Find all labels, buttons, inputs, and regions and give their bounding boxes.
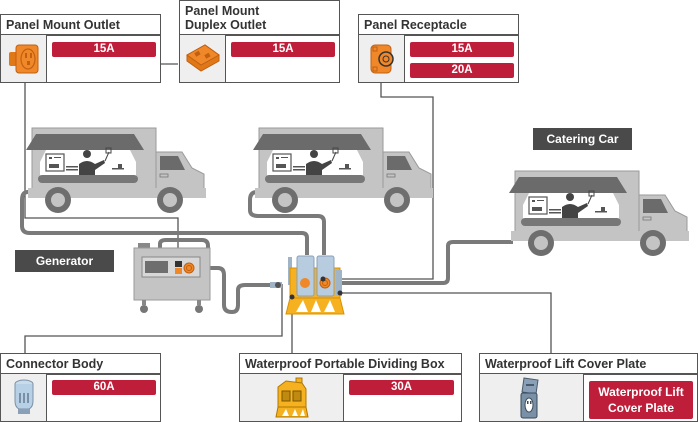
cable-truck1 <box>20 190 309 255</box>
card-title-line1: Panel Mount <box>185 3 260 18</box>
card-panel-receptacle[interactable]: Panel Receptacle 15A 20A <box>358 14 519 83</box>
card-panel-mount-outlet[interactable]: Panel Mount Outlet 15A <box>0 14 161 83</box>
card-image-cell <box>1 374 47 421</box>
card-image-cell <box>480 374 584 421</box>
catering-car-truck <box>508 170 690 257</box>
rating-badge-15a: 15A <box>410 42 514 57</box>
cable-truck2 <box>248 190 326 255</box>
lift-cover-plate-icon <box>520 377 539 419</box>
card-title-line2: Duplex Outlet <box>185 17 267 32</box>
card-image-cell <box>240 374 344 421</box>
generator-icon <box>133 238 211 313</box>
leader-panel-receptacle <box>330 82 434 280</box>
food-truck-1 <box>25 127 207 214</box>
rating-badge-30a: 30A <box>349 380 454 395</box>
card-title: Panel Receptacle <box>359 15 518 36</box>
card-connector-body[interactable]: Connector Body 60A <box>0 353 161 422</box>
card-image-cell <box>359 35 405 82</box>
orange-outlet-icon <box>9 44 39 74</box>
card-title: Waterproof Lift Cover Plate <box>480 354 697 375</box>
card-waterproof-dividing-box[interactable]: Waterproof Portable Dividing Box 30A <box>239 353 462 422</box>
rating-badge-60a: 60A <box>52 380 156 395</box>
card-image-cell <box>180 35 226 82</box>
yellow-dividing-box-icon <box>275 377 309 418</box>
rating-badge-20a: 20A <box>410 63 514 78</box>
dividing-box-icon <box>270 255 345 315</box>
orange-twist-receptacle-icon <box>370 44 394 74</box>
food-truck-2 <box>252 127 434 214</box>
card-image-cell <box>1 35 47 82</box>
leader-lift-cover <box>340 292 552 353</box>
blue-connector-body-icon <box>14 379 34 414</box>
rating-badge-15a: 15A <box>52 42 156 57</box>
rating-badge-15a: 15A <box>231 42 335 57</box>
cable-generator-out <box>200 266 280 314</box>
card-title: Waterproof Portable Dividing Box <box>240 354 461 375</box>
card-title: Panel Mount Outlet <box>1 15 160 36</box>
card-title: Panel Mount Duplex Outlet <box>180 1 339 36</box>
cables <box>20 190 513 314</box>
catering-car-label: Catering Car <box>533 128 632 150</box>
button-line2: Cover Plate <box>607 401 675 415</box>
button-line1: Waterproof Lift <box>598 385 684 399</box>
orange-duplex-outlet-icon <box>186 44 220 72</box>
card-waterproof-lift-cover-plate[interactable]: Waterproof Lift Cover Plate Waterproof L… <box>479 353 698 422</box>
card-title: Connector Body <box>1 354 160 375</box>
lift-cover-plate-button[interactable]: Waterproof Lift Cover Plate <box>589 381 693 419</box>
leader-connector-body <box>24 284 283 353</box>
cable-catering <box>322 240 513 285</box>
generator-label: Generator <box>15 250 114 272</box>
card-panel-mount-duplex-outlet[interactable]: Panel Mount Duplex Outlet 15A <box>179 0 340 83</box>
